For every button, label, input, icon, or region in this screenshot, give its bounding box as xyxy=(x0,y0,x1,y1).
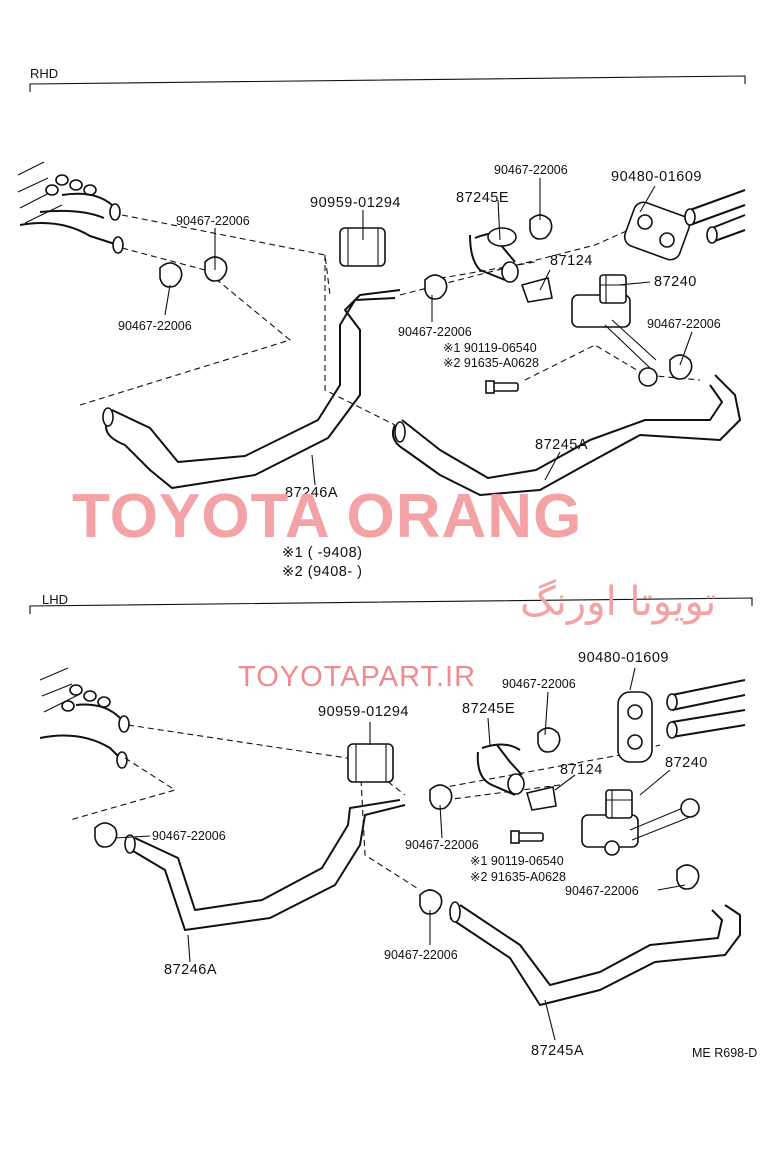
lhd-grommet xyxy=(347,743,394,783)
watermark: TOYOTA ORANG تویوتا اورنگ TOYOTAPART.IR xyxy=(72,482,716,693)
rhd-label-bolt-2: ※2 91635-A0628 xyxy=(443,356,539,370)
watermark-line-3: TOYOTAPART.IR xyxy=(238,661,476,693)
rhd-route-line-3 xyxy=(324,255,396,426)
lhd-hose-87245a xyxy=(449,904,741,1006)
lhd-engine-pipes xyxy=(39,667,130,769)
rhd-label-hose-a: 87245A xyxy=(535,437,588,453)
lhd-route-line-2 xyxy=(69,757,177,821)
rhd-label-clamp-right: 90467-22006 xyxy=(647,317,721,331)
lhd-label-plate: 90480-01609 xyxy=(578,650,669,666)
lhd-hose-87245e xyxy=(476,743,523,796)
rhd-label-bolt-1: ※1 90119-06540 xyxy=(443,341,537,355)
legend-note-2: ※2 (9408- ) xyxy=(282,564,363,580)
lhd-section: LHD xyxy=(29,592,753,1059)
lhd-label-bolt-2: ※2 91635-A0628 xyxy=(470,870,566,884)
lhd-bolt xyxy=(510,830,544,844)
rhd-route-line-4 xyxy=(399,224,641,296)
lhd-label-clamp-right: 90467-22006 xyxy=(565,884,639,898)
rhd-route-line-1 xyxy=(121,214,331,296)
lhd-water-valve xyxy=(581,789,700,856)
diagram-code: ME R698-D xyxy=(692,1046,757,1060)
rhd-route-line-2 xyxy=(79,247,292,406)
lhd-hose-87246a xyxy=(127,804,406,931)
lhd-label-clamp-bottom: 90467-22006 xyxy=(384,948,458,962)
rhd-label-bracket: 87124 xyxy=(550,253,593,269)
lhd-label-hose-a: 87245A xyxy=(531,1043,584,1059)
rhd-bracket xyxy=(520,277,553,303)
lhd-label-valve: 87240 xyxy=(665,755,708,771)
rhd-label-clamp-mid: 90467-22006 xyxy=(398,325,472,339)
lhd-bracket xyxy=(525,786,557,811)
lhd-label-clamp-left: 90467-22006 xyxy=(152,829,226,843)
lhd-heater-pipes xyxy=(666,679,746,739)
rhd-section-title: RHD xyxy=(30,66,58,81)
rhd-heater-pipes xyxy=(684,189,746,244)
rhd-route-line-6 xyxy=(524,344,701,381)
legend-note-1: ※1 ( -9408) xyxy=(282,545,363,561)
rhd-plate xyxy=(623,201,691,261)
lhd-label-hose-b: 87246A xyxy=(164,962,217,978)
lhd-clamps xyxy=(94,727,700,915)
lhd-route-line-3 xyxy=(359,759,421,891)
lhd-label-hose-e: 87245E xyxy=(462,701,515,717)
rhd-section: RHD xyxy=(17,66,746,501)
rhd-section-divider xyxy=(29,75,746,92)
rhd-label-clamp-left-top: 90467-22006 xyxy=(176,214,250,228)
lhd-label-grommet: 90959-01294 xyxy=(318,704,409,720)
lhd-section-title: LHD xyxy=(42,592,68,607)
lhd-label-clamp-mid: 90467-22006 xyxy=(405,838,479,852)
lhd-label-bolt-1: ※1 90119-06540 xyxy=(470,854,564,868)
watermark-line-1: TOYOTA ORANG xyxy=(72,482,582,551)
rhd-engine-pipes xyxy=(17,161,124,254)
rhd-hose-87246a xyxy=(105,289,401,489)
lhd-plate xyxy=(617,691,653,763)
rhd-label-clamp-top: 90467-22006 xyxy=(494,163,568,177)
rhd-bolt xyxy=(485,380,519,394)
rhd-label-clamp-left-bottom: 90467-22006 xyxy=(118,319,192,333)
rhd-label-grommet: 90959-01294 xyxy=(310,195,401,211)
rhd-label-plate: 90480-01609 xyxy=(611,169,702,185)
rhd-label-hose-e: 87245E xyxy=(456,190,509,206)
lhd-label-bracket: 87124 xyxy=(560,762,603,778)
rhd-hose-87245a xyxy=(392,374,741,496)
rhd-label-hose-b: 87246A xyxy=(285,485,338,501)
lhd-section-divider xyxy=(29,597,753,614)
rhd-label-valve: 87240 xyxy=(654,274,697,290)
watermark-line-2: تویوتا اورنگ xyxy=(520,579,716,625)
legend: ※1 ( -9408) ※2 (9408- ) xyxy=(282,545,363,580)
rhd-water-valve xyxy=(571,274,658,387)
lhd-label-clamp-top: 90467-22006 xyxy=(502,677,576,691)
